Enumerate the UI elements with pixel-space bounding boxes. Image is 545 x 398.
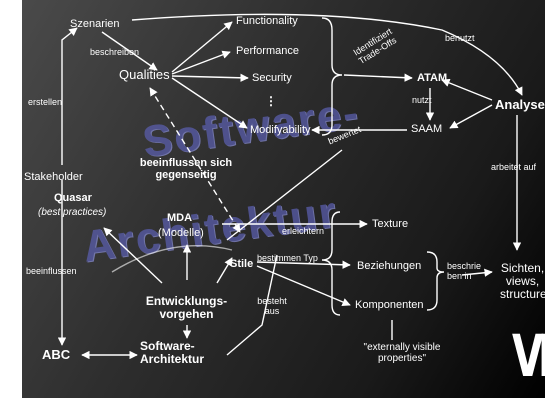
label-beeinflussen-sich-line2: gegenseitig	[155, 169, 217, 182]
node-externally-visible: "externally visible properties"	[347, 342, 457, 364]
edge-brace-atam	[343, 73, 413, 82]
node-saam: SAAM	[411, 123, 443, 135]
node-entwicklungsvorgehen: Entwicklungs- vorgehen	[129, 294, 244, 322]
node-security: Security	[252, 72, 292, 84]
edge-stile-functionality	[226, 149, 343, 241]
node-functionality: Functionality	[236, 15, 298, 27]
edge-arc	[111, 245, 233, 273]
edge-szenarien-qualities	[101, 31, 158, 71]
node-stile: Stile	[230, 258, 254, 270]
label-beschreiben: beschreiben	[90, 47, 140, 57]
edge-quasar-ev	[103, 227, 163, 284]
node-stakeholder: Stakeholder	[24, 171, 83, 183]
edge-stile-komponenten	[256, 265, 351, 306]
node-beziehungen: Beziehungen	[357, 260, 422, 272]
label-beschreiben-in-line1: beschrie	[447, 261, 482, 271]
label-besteht-aus-line2: aus	[264, 305, 280, 316]
label-arbeitet-auf: arbeitet auf	[491, 162, 537, 172]
edge-analyse-saam	[449, 104, 493, 129]
node-entwicklungsvorgehen-line1: Entwicklungs-	[145, 294, 228, 308]
node-sichten-line1: Sichten,	[500, 261, 545, 275]
brace-qualities	[321, 17, 343, 136]
label-beeinflussen-sich: beeinflussen sich gegenseitig	[122, 157, 250, 181]
label-besteht-aus: besteht aus	[252, 296, 292, 317]
node-ellipsis: ⋮	[265, 94, 277, 108]
node-szenarien: Szenarien	[70, 18, 120, 30]
edge-stile-beziehungen	[256, 260, 351, 269]
label-besteht-aus-line1: besteht	[257, 296, 287, 306]
node-sichten-line3: structures	[500, 287, 545, 302]
edge-szenarien-analyse	[131, 13, 523, 96]
node-softwarearchitektur-line2: Architektur	[140, 352, 205, 367]
node-best-practices: (best practices)	[38, 207, 107, 218]
label-beeinflussen: beeinflussen	[26, 266, 77, 276]
diagram-edges	[57, 13, 523, 360]
edge-sa-stile	[226, 254, 278, 356]
node-softwarearchitektur-line1: Software-	[140, 339, 195, 353]
node-komponenten: Komponenten	[355, 299, 424, 311]
node-performance: Performance	[236, 45, 299, 57]
label-beeinflussen-sich-line1: beeinflussen sich	[139, 157, 233, 169]
edge-qualities-stile	[149, 87, 241, 233]
edge-analyse-atam	[441, 78, 493, 101]
node-texture: Texture	[372, 218, 409, 230]
edge-beschreiben-sichten	[461, 268, 493, 277]
node-qualities: Qualities	[119, 67, 170, 82]
label-nutzt: nutzt	[412, 95, 432, 105]
node-quasar: Quasar	[54, 192, 92, 204]
node-abc: ABC	[42, 347, 71, 362]
edge-stakeholder-szenarien	[61, 27, 78, 165]
node-sichten: Sichten, views, structures	[500, 261, 545, 302]
node-externally-visible-line2: properties"	[377, 353, 427, 364]
label-beschreiben-in-line2: ben in	[447, 270, 472, 281]
node-modifiability: Modifyability	[250, 124, 311, 136]
edge-q-modifiability	[171, 77, 248, 129]
node-entwicklungsvorgehen-line2: vorgehen	[159, 307, 214, 322]
label-beschreiben-in: beschrie ben in	[447, 261, 482, 282]
node-modelle: (Modelle)	[158, 227, 204, 239]
brace-right	[321, 211, 341, 316]
label-bestimmen-typ: bestimmen Typ	[257, 253, 318, 263]
brace-right-2	[426, 251, 445, 311]
node-softwarearchitektur: Software- Architektur	[140, 339, 205, 367]
edge-q-security	[171, 73, 249, 82]
label-erstellen: erstellen	[28, 97, 63, 107]
diagram-canvas: Software- Architektur	[22, 0, 545, 398]
ve-logo: VE	[512, 322, 545, 390]
node-mda: MDA	[167, 212, 193, 224]
label-benutzt: benutzt	[445, 33, 475, 43]
edge-q-performance	[171, 50, 231, 75]
node-atam: ATAM	[417, 72, 448, 84]
node-sichten-line2: views,	[505, 274, 540, 289]
edge-stile-ev	[216, 257, 233, 284]
edge-q-functionality	[171, 21, 233, 73]
label-erleichtern: erleichtern	[282, 226, 325, 236]
node-analyse: Analyse	[495, 97, 545, 112]
node-externally-visible-line1: "externally visible	[363, 342, 441, 353]
